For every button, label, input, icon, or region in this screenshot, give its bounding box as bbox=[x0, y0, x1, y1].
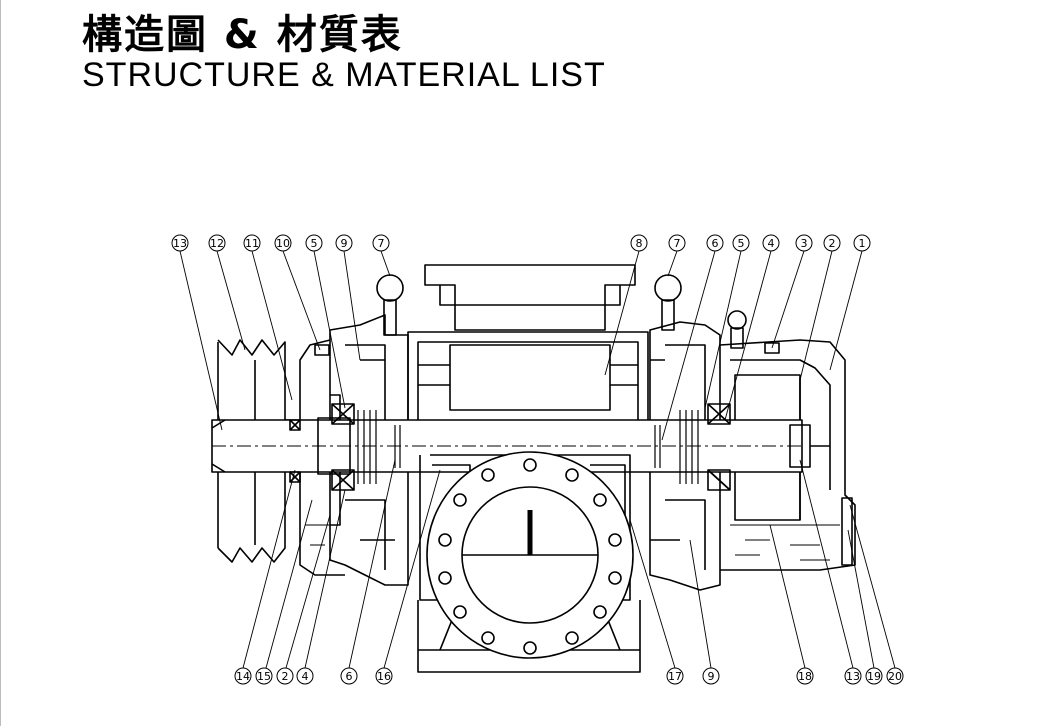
right-shaft-seal bbox=[654, 410, 699, 484]
flange-bolts bbox=[438, 458, 622, 655]
oil-level-lines bbox=[730, 524, 840, 561]
part-label-top-15: 1 bbox=[853, 234, 871, 252]
part-label-bottom-1: 14 bbox=[234, 667, 252, 685]
part-label-top-5: 5 bbox=[305, 234, 323, 252]
svg-text:2: 2 bbox=[282, 670, 289, 683]
part-label-top-9: 7 bbox=[668, 234, 686, 252]
part-label-top-10: 6 bbox=[706, 234, 724, 252]
part-label-top-8: 8 bbox=[630, 234, 648, 252]
vent-plug bbox=[727, 310, 747, 349]
part-label-top-13: 3 bbox=[795, 234, 813, 252]
page-title-chinese: 構造圖 & 材質表 bbox=[82, 12, 403, 58]
lower-casing bbox=[419, 454, 631, 601]
part-label-top-11: 5 bbox=[732, 234, 750, 252]
eye-bolt-right bbox=[654, 274, 682, 331]
svg-text:3: 3 bbox=[801, 237, 808, 250]
svg-text:6: 6 bbox=[712, 237, 719, 250]
part-label-bottom-10: 13 bbox=[844, 667, 862, 685]
eye-bolt-left bbox=[376, 274, 404, 336]
svg-text:4: 4 bbox=[768, 237, 775, 250]
svg-text:8: 8 bbox=[636, 237, 643, 250]
svg-text:9: 9 bbox=[341, 237, 348, 250]
oil-seal bbox=[289, 419, 301, 483]
part-label-bottom-11: 19 bbox=[865, 667, 883, 685]
svg-text:5: 5 bbox=[738, 237, 745, 250]
inlet-flange bbox=[424, 264, 636, 331]
left-bearing bbox=[331, 403, 355, 491]
part-label-top-14: 2 bbox=[823, 234, 841, 252]
part-label-bottom-2: 15 bbox=[255, 667, 273, 685]
screw-left bbox=[314, 344, 330, 356]
svg-text:19: 19 bbox=[867, 670, 881, 683]
part-label-bottom-8: 9 bbox=[702, 667, 720, 685]
svg-text:6: 6 bbox=[346, 670, 353, 683]
page-title-english: STRUCTURE & MATERIAL LIST bbox=[82, 56, 606, 94]
svg-text:13: 13 bbox=[173, 237, 187, 250]
part-label-bottom-6: 16 bbox=[375, 667, 393, 685]
pump-base bbox=[417, 600, 641, 673]
svg-text:9: 9 bbox=[708, 670, 715, 683]
svg-text:11: 11 bbox=[245, 237, 259, 250]
part-label-top-1: 13 bbox=[171, 234, 189, 252]
svg-text:18: 18 bbox=[798, 670, 812, 683]
svg-text:7: 7 bbox=[378, 237, 385, 250]
part-label-bottom-9: 18 bbox=[796, 667, 814, 685]
rotor bbox=[449, 344, 611, 411]
svg-text:17: 17 bbox=[668, 670, 682, 683]
part-label-bottom-5: 6 bbox=[340, 667, 358, 685]
svg-text:13: 13 bbox=[846, 670, 860, 683]
svg-text:16: 16 bbox=[377, 670, 391, 683]
top-part-labels: 13 12 11 10 5 9 7 8 7 6 5 4 3 2 1 bbox=[171, 234, 871, 252]
bottom-part-labels: 14 15 2 4 6 16 17 9 18 13 19 20 bbox=[234, 667, 904, 685]
svg-text:2: 2 bbox=[829, 237, 836, 250]
part-label-bottom-7: 17 bbox=[666, 667, 684, 685]
page-edge bbox=[0, 0, 1, 726]
part-label-top-12: 4 bbox=[762, 234, 780, 252]
part-label-top-3: 11 bbox=[243, 234, 261, 252]
svg-text:7: 7 bbox=[674, 237, 681, 250]
screw-right bbox=[764, 342, 780, 354]
svg-text:14: 14 bbox=[236, 670, 250, 683]
right-bearing bbox=[707, 403, 731, 491]
svg-text:20: 20 bbox=[888, 670, 902, 683]
svg-text:15: 15 bbox=[257, 670, 271, 683]
part-label-top-6: 9 bbox=[335, 234, 353, 252]
part-label-bottom-12: 20 bbox=[886, 667, 904, 685]
part-label-top-7: 7 bbox=[372, 234, 390, 252]
left-end-cover bbox=[329, 314, 409, 586]
svg-text:5: 5 bbox=[311, 237, 318, 250]
right-end-cover bbox=[649, 321, 721, 591]
part-label-bottom-3: 2 bbox=[276, 667, 294, 685]
part-label-top-2: 12 bbox=[208, 234, 226, 252]
svg-text:1: 1 bbox=[859, 237, 866, 250]
leader-lines bbox=[179, 250, 896, 669]
svg-text:10: 10 bbox=[276, 237, 290, 250]
svg-text:12: 12 bbox=[210, 237, 224, 250]
part-label-bottom-4: 4 bbox=[296, 667, 314, 685]
svg-text:4: 4 bbox=[302, 670, 309, 683]
part-label-top-4: 10 bbox=[274, 234, 292, 252]
